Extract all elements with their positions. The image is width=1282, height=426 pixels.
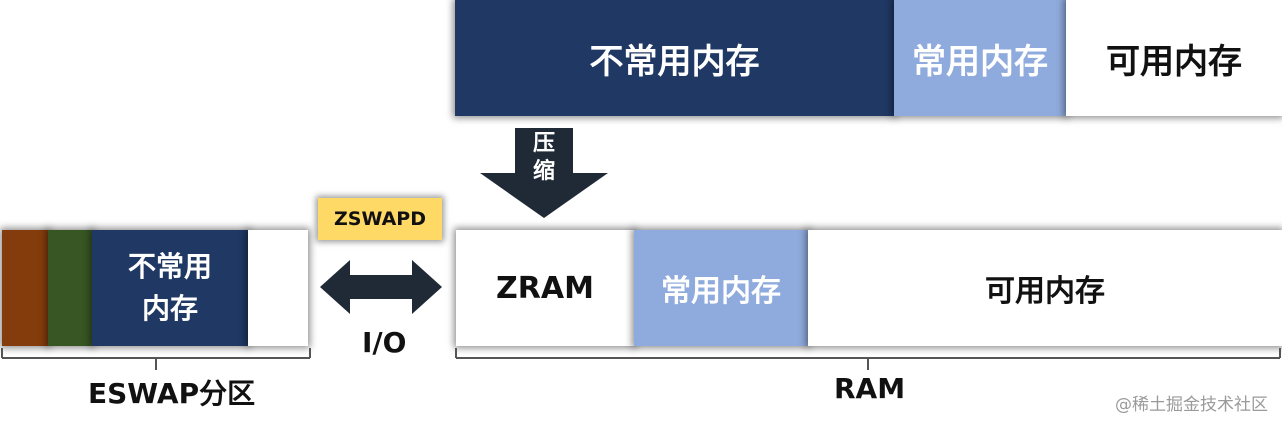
- eswap-free-segment: [248, 230, 308, 346]
- ram-top-common-memory-label: 常用内存: [912, 41, 1048, 82]
- eswap-bracket: [1, 348, 311, 370]
- ram-zram: ZRAM: [456, 230, 634, 346]
- zswapd-label: ZSWAPD: [334, 208, 426, 230]
- ram-top-available-memory-label: 可用内存: [1106, 41, 1242, 82]
- ram-top-common-memory: 常用内存: [894, 0, 1066, 116]
- ram-bracket: [455, 348, 1281, 370]
- ram-top-uncommon-memory-label: 不常用内存: [589, 41, 760, 82]
- ram-bottom-available-memory-label: 可用内存: [985, 274, 1105, 309]
- eswap-uncommon-line1: 不常用: [127, 250, 212, 283]
- ram-zram-label: ZRAM: [496, 270, 594, 306]
- zswapd-badge: ZSWAPD: [318, 198, 442, 240]
- io-label: I/O: [362, 326, 407, 359]
- eswap-uncommon-memory: 不常用 内存: [92, 230, 248, 346]
- eswap-label: ESWAP分区: [88, 377, 256, 410]
- double-arrow-icon: [320, 260, 442, 314]
- ram-label: RAM: [834, 372, 906, 405]
- watermark: @稀土掘金技术社区: [1115, 395, 1268, 415]
- eswap-segment-green: [48, 230, 92, 346]
- compress-label-line2: 缩: [532, 159, 555, 184]
- ram-top-available-memory: 可用内存: [1066, 0, 1282, 116]
- compress-label-line1: 压: [532, 131, 555, 156]
- eswap-segment-brown: [2, 230, 48, 346]
- eswap-uncommon-line2: 内存: [141, 292, 198, 325]
- ram-bottom-common-memory: 常用内存: [634, 230, 808, 346]
- ram-bottom-common-memory-label: 常用内存: [661, 274, 781, 309]
- ram-top-uncommon-memory: 不常用内存: [455, 0, 894, 116]
- ram-bottom-available-memory: 可用内存: [808, 230, 1282, 346]
- compress-arrow-icon: [480, 128, 608, 218]
- compress-label: 压 缩: [514, 130, 574, 186]
